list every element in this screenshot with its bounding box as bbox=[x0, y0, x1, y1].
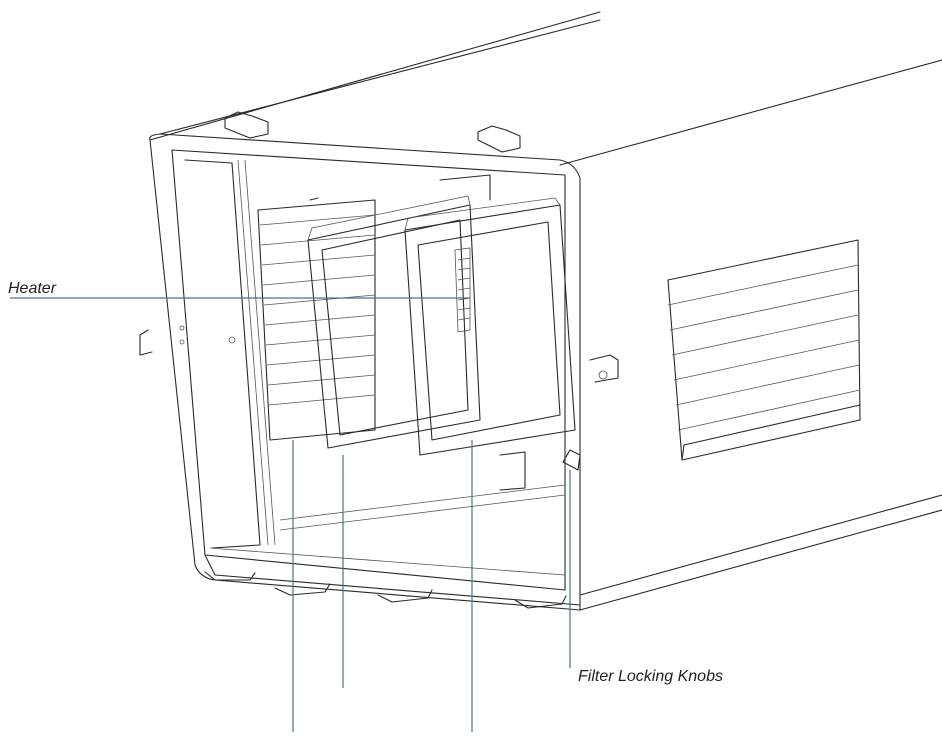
filter-locking-knobs-label: Filter Locking Knobs bbox=[578, 668, 723, 685]
leader-lines bbox=[10, 297, 571, 732]
locking-knob bbox=[562, 449, 581, 471]
housing bbox=[139, 11, 942, 611]
heater-element bbox=[257, 197, 376, 441]
side-grille bbox=[667, 239, 861, 461]
filter-frame-rear bbox=[404, 174, 576, 491]
filter-frame-front bbox=[307, 195, 481, 449]
heater-label: Heater bbox=[8, 280, 57, 297]
